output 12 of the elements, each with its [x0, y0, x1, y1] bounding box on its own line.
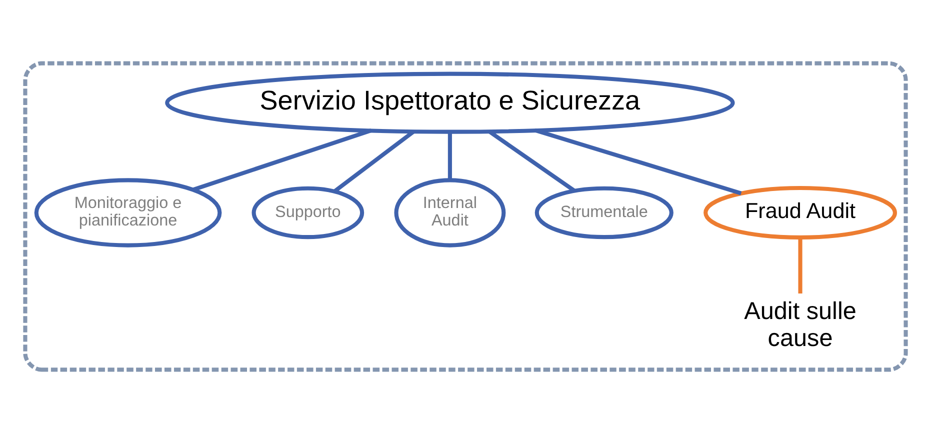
connector — [534, 128, 742, 195]
node-ellipse: Internal Audit — [394, 178, 506, 247]
connector — [798, 237, 802, 294]
node-text: Audit sulle cause — [744, 297, 856, 352]
node-ellipse: Servizio Ispettorato e Sicurezza — [164, 71, 734, 134]
node-ellipse: Supporto — [251, 186, 364, 239]
node-ellipse: Fraud Audit — [703, 186, 896, 239]
node-ellipse: Strumentale — [534, 186, 673, 239]
connector — [447, 131, 452, 180]
cluster — [22, 60, 908, 372]
node-ellipse: Monitoraggio e pianificazione — [34, 178, 222, 247]
connector — [192, 128, 372, 191]
